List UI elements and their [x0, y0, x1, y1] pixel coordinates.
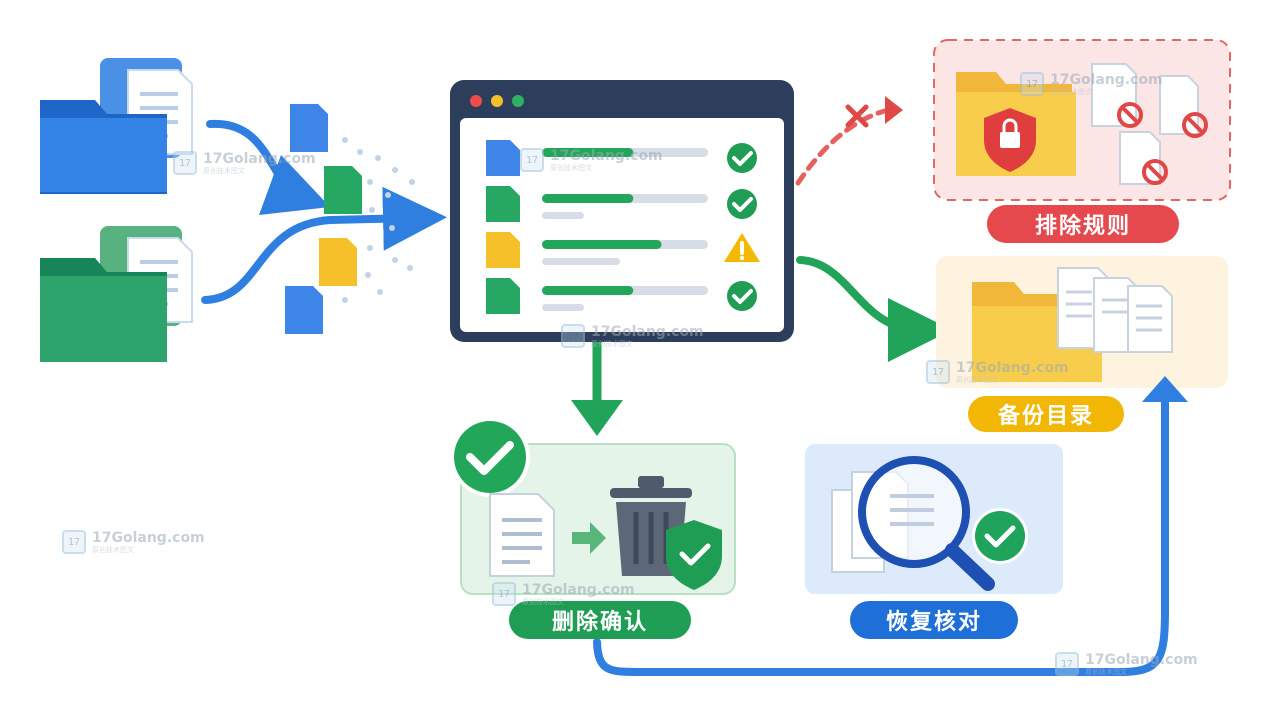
confirm-check-badge-icon	[450, 417, 530, 497]
watermark-subtext: 原创技术图文	[203, 166, 245, 175]
file-row	[486, 140, 757, 176]
watermark-text: 17Golang.com	[1050, 71, 1163, 88]
file-row	[486, 186, 757, 222]
yellow-file-icon	[486, 232, 520, 268]
backup-folder-icon	[972, 267, 1173, 382]
excluded-flow-arrowhead	[885, 96, 903, 124]
watermark-subtext: 原创技术图文	[956, 375, 998, 384]
row-subline	[542, 304, 584, 311]
watermark-subtext: 原创技术图文	[591, 339, 633, 348]
check-icon	[727, 281, 757, 311]
blocked-file-icons	[1091, 63, 1208, 185]
watermark-text: 17Golang.com	[1085, 651, 1198, 668]
green-file-icon	[486, 278, 520, 314]
watermark-logo-icon: 17	[173, 151, 197, 175]
return-flow-arrowhead	[1142, 376, 1188, 402]
document-icon	[489, 493, 555, 577]
watermark-text: 17Golang.com	[92, 529, 205, 546]
watermark-logo-icon: 17	[520, 148, 544, 172]
locked-folder-icon	[956, 72, 1076, 176]
watermark-subtext: 原创技术图文	[550, 163, 592, 172]
green-source-folder-icon	[40, 226, 193, 362]
row-subline	[542, 212, 584, 219]
down-flow-arrowhead	[571, 400, 623, 436]
magnifier-icon	[858, 456, 995, 591]
check-icon	[727, 189, 757, 219]
window-close-dot[interactable]	[470, 95, 482, 107]
window-minimize-dot[interactable]	[491, 95, 503, 107]
window-maximize-dot[interactable]	[512, 95, 524, 107]
return-flow-arrow	[593, 396, 1169, 676]
watermark-subtext: 原创技术图文	[1085, 667, 1127, 676]
row-subline	[542, 258, 620, 265]
shield-check-icon	[666, 520, 722, 590]
watermark-text: 17Golang.com	[956, 359, 1069, 376]
exclude-rules-label: 排除规则	[987, 205, 1179, 243]
progress-fill	[542, 240, 662, 249]
watermark-text: 17Golang.com	[591, 323, 704, 340]
watermark-subtext: 原创技术图文	[1050, 87, 1092, 96]
watermark-text: 17Golang.com	[550, 147, 663, 164]
progress-fill	[542, 148, 634, 157]
progress-fill	[542, 194, 634, 203]
delete-confirm-label: 删除确认	[509, 601, 691, 639]
watermark-logo-icon: 17	[561, 324, 585, 348]
watermark-logo-icon: 17	[926, 360, 950, 384]
watermark-subtext: 原创技术图文	[92, 545, 134, 554]
watermark-text: 17Golang.com	[203, 150, 316, 167]
cross-icon	[845, 104, 869, 128]
window-file-rows	[486, 140, 760, 314]
move-arrow-icon	[572, 522, 606, 554]
backup-flow-arrow	[796, 256, 952, 362]
file-row	[486, 232, 760, 268]
watermark-logo-icon: 17	[1020, 72, 1044, 96]
watermark-logo-icon: 17	[1055, 652, 1079, 676]
scattered-file-icons	[285, 104, 362, 334]
watermark-subtext: 原创技术图文	[522, 597, 564, 606]
restore-check-label: 恢复核对	[850, 601, 1018, 639]
verified-check-icon	[972, 508, 1028, 564]
watermark-logo-icon: 17	[492, 582, 516, 606]
green-file-icon	[486, 186, 520, 222]
watermark-logo-icon: 17	[62, 530, 86, 554]
excluded-flow-arrow	[795, 107, 891, 186]
app-window	[450, 80, 794, 342]
blue-file-icon	[486, 140, 520, 176]
flow-arrow-from-blue-folder	[206, 119, 331, 215]
backup-directory-label: 备份目录	[968, 396, 1124, 432]
watermark-text: 17Golang.com	[522, 581, 635, 598]
blue-source-folder-icon	[40, 58, 193, 194]
particle-dots	[342, 137, 415, 303]
file-row	[486, 278, 757, 314]
check-icon	[727, 143, 757, 173]
flow-arrow-from-green-folder	[201, 186, 447, 304]
progress-fill	[542, 286, 634, 295]
